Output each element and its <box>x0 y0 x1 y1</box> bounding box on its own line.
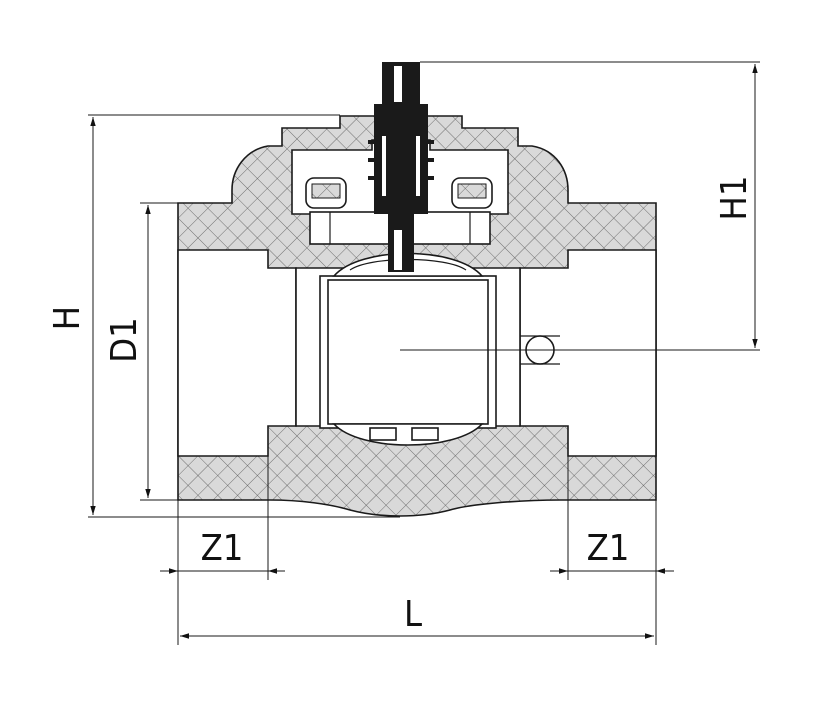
dimension-labels: H D1 H1 Z1 Z1 L <box>47 176 755 635</box>
dimension-arrows <box>90 64 758 639</box>
valve-stem <box>368 62 434 272</box>
label-h1: H1 <box>714 176 755 221</box>
valve-internals <box>305 177 560 446</box>
label-h: H <box>47 306 88 330</box>
extension-lines <box>88 61 760 645</box>
label-z1-left: Z1 <box>201 528 244 569</box>
label-d1: D1 <box>104 317 145 363</box>
label-z1-right: Z1 <box>587 528 630 569</box>
label-l: L <box>404 594 422 635</box>
